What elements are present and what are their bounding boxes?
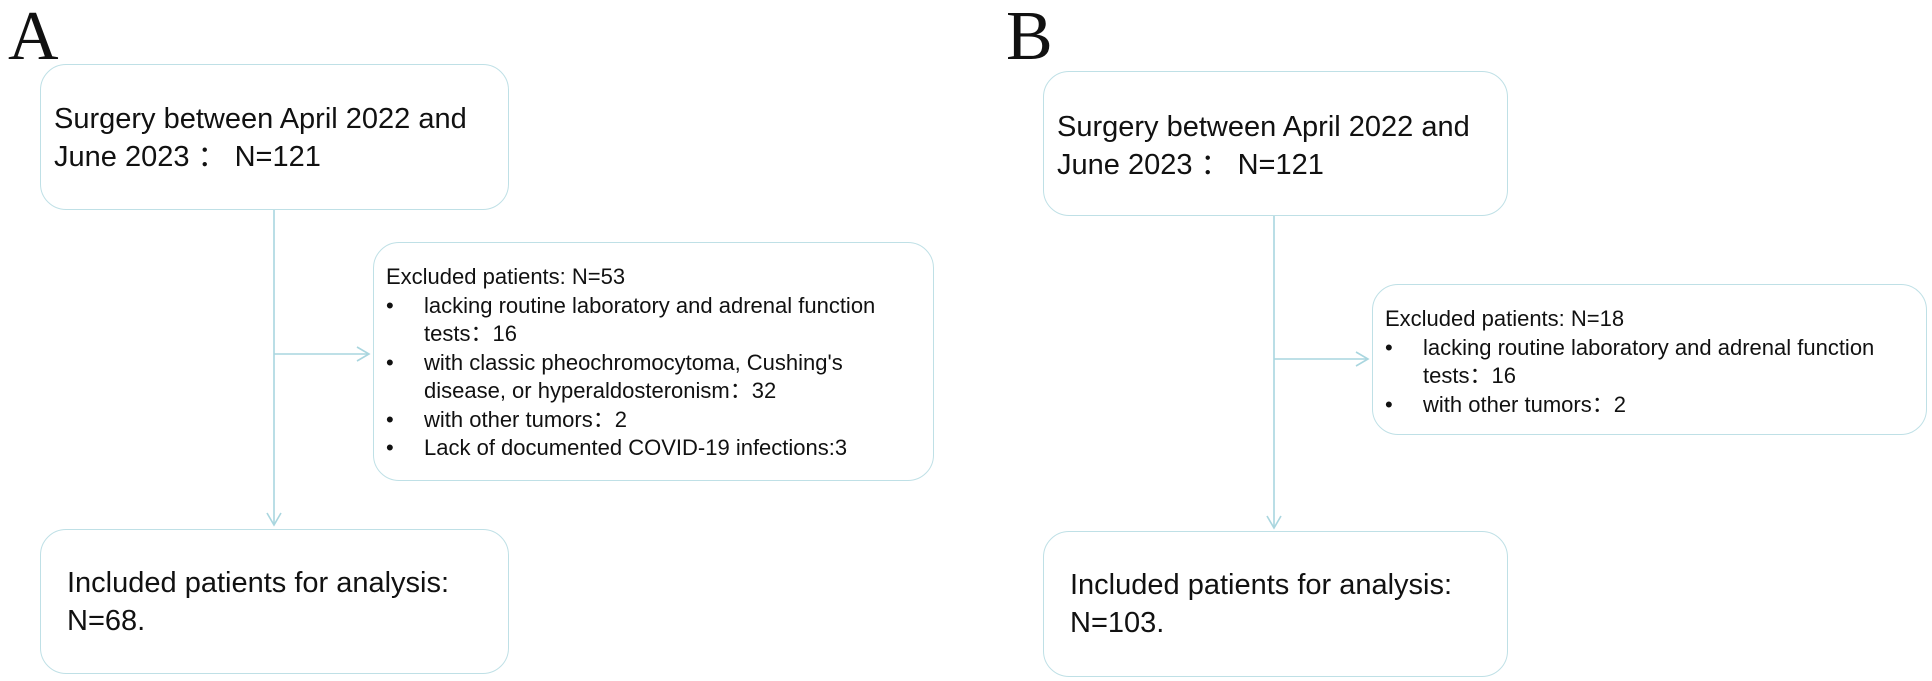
panel-a-included-text: Included patients for analysis: N=68. bbox=[67, 564, 449, 640]
panel-b-start-box: Surgery between April 2022 and June 2023… bbox=[1043, 71, 1508, 216]
panel-a-included-box: Included patients for analysis: N=68. bbox=[40, 529, 509, 674]
panel-b-label: B bbox=[1006, 0, 1053, 75]
panel-b-exclusion-list: lacking routine laboratory and adrenal f… bbox=[1385, 334, 1874, 420]
panel-b-excluded-content: Excluded patients: N=18 lacking routine … bbox=[1385, 305, 1874, 419]
panel-b-start-line1: Surgery between April 2022 and bbox=[1057, 111, 1470, 143]
panel-b-included-line2: N=103. bbox=[1070, 607, 1165, 639]
panel-a-exclusion-list: lacking routine laboratory and adrenal f… bbox=[386, 292, 875, 463]
panel-b-excluded-title: Excluded patients: N=18 bbox=[1385, 306, 1625, 331]
panel-a-exclusion-item: with other tumors：2 bbox=[386, 406, 875, 435]
panel-a-excluded-title: Excluded patients: N=53 bbox=[386, 264, 626, 289]
panel-b-start-line2: June 2023 ： N=121 bbox=[1057, 149, 1324, 181]
panel-b-included-box: Included patients for analysis: N=103. bbox=[1043, 531, 1508, 677]
panel-a-excluded-box: Excluded patients: N=53 lacking routine … bbox=[373, 242, 934, 481]
panel-b-excluded-box: Excluded patients: N=18 lacking routine … bbox=[1372, 284, 1927, 435]
panel-a-start-text: Surgery between April 2022 and June 2023… bbox=[54, 100, 467, 176]
panel-a-start-box: Surgery between April 2022 and June 2023… bbox=[40, 64, 509, 210]
panel-a-exclusion-item: with classic pheochromocytoma, Cushing's… bbox=[386, 349, 875, 406]
panel-b-included-text: Included patients for analysis: N=103. bbox=[1070, 566, 1452, 642]
panel-b-exclusion-item: with other tumors：2 bbox=[1385, 391, 1874, 420]
panel-a-included-line2: N=68. bbox=[67, 605, 146, 637]
panel-a-label: A bbox=[8, 0, 59, 75]
panel-a-exclusion-item: Lack of documented COVID-19 infections:3 bbox=[386, 434, 875, 463]
panel-a-included-line1: Included patients for analysis: bbox=[67, 567, 450, 599]
panel-b-included-line1: Included patients for analysis: bbox=[1070, 569, 1453, 601]
panel-b-exclusion-item: lacking routine laboratory and adrenal f… bbox=[1385, 334, 1874, 391]
panel-a-start-line1: Surgery between April 2022 and bbox=[54, 103, 467, 135]
panel-b-start-text: Surgery between April 2022 and June 2023… bbox=[1057, 108, 1470, 184]
panel-a-exclusion-item: lacking routine laboratory and adrenal f… bbox=[386, 292, 875, 349]
panel-a-excluded-content: Excluded patients: N=53 lacking routine … bbox=[386, 263, 875, 463]
panel-a-start-line2: June 2023 ： N=121 bbox=[54, 141, 321, 173]
